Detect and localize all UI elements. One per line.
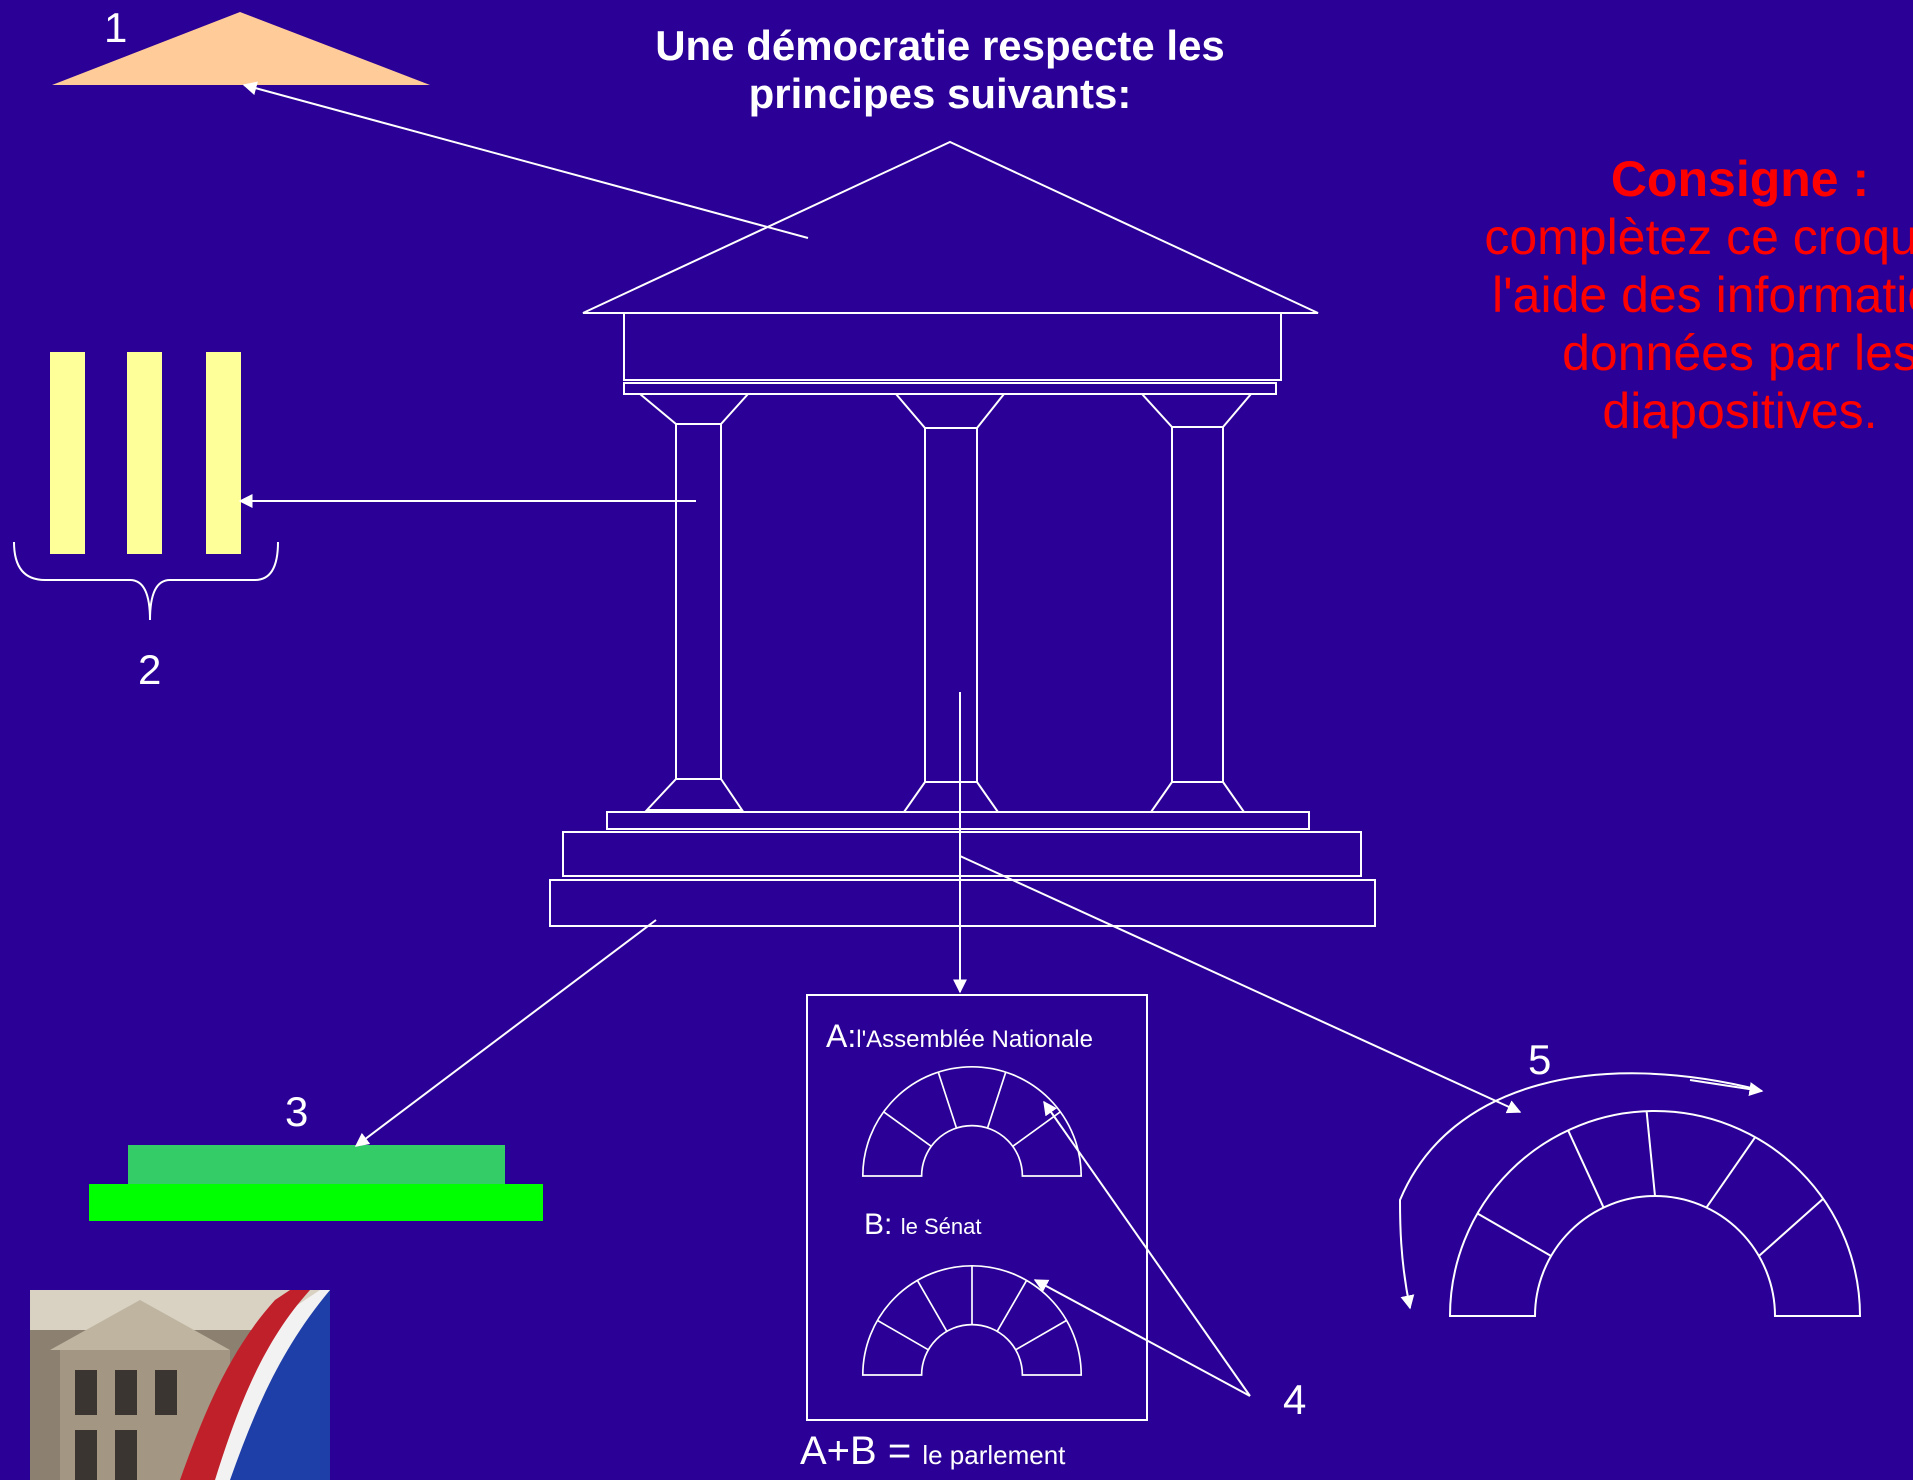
assembly-prefix: A: bbox=[826, 1018, 857, 1054]
instructions: Consigne : complètez ce croquis à l'aide… bbox=[1360, 150, 1913, 440]
instructions-line: l'aide des informations bbox=[1492, 267, 1913, 323]
instructions-line: diapositives. bbox=[1602, 383, 1878, 439]
label-3: 3 bbox=[285, 1088, 309, 1135]
instructions-heading: Consigne : bbox=[1610, 151, 1870, 207]
sum-prefix: A+B = bbox=[800, 1429, 912, 1473]
senate-building-photo bbox=[30, 1290, 330, 1480]
assembly-name: l'Assemblée Nationale bbox=[856, 1026, 1093, 1053]
diagram-title: Une démocratie respecte les principes su… bbox=[655, 22, 1225, 118]
label-2: 2 bbox=[138, 646, 162, 693]
senate-label: B: le Sénat bbox=[864, 1208, 981, 1243]
assembly-label: A:l'Assemblée Nationale bbox=[826, 1018, 1093, 1055]
rotation-arrow-head bbox=[1689, 1079, 1764, 1097]
hemicycle-senate bbox=[861, 1264, 1083, 1376]
rotation-arrow bbox=[1398, 1072, 1761, 1310]
step-top bbox=[128, 1145, 505, 1185]
parliament-sum: A+B = le parlement bbox=[800, 1428, 1065, 1474]
instructions-line: complètez ce croquis à bbox=[1484, 209, 1913, 265]
sum-name: le parlement bbox=[922, 1440, 1066, 1470]
instructions-line: données par les bbox=[1562, 325, 1913, 381]
hemicycle-assembly bbox=[861, 1065, 1083, 1177]
label-1: 1 bbox=[104, 4, 128, 51]
pillars-piece bbox=[50, 352, 241, 554]
brace bbox=[13, 541, 279, 621]
label-5: 5 bbox=[1528, 1036, 1552, 1083]
senate-prefix: B: bbox=[864, 1208, 893, 1241]
senate-name: le Sénat bbox=[900, 1214, 982, 1239]
hemicycle-large bbox=[1448, 1110, 1862, 1317]
temple bbox=[549, 140, 1376, 927]
roof-piece bbox=[52, 12, 430, 85]
arrows bbox=[238, 81, 1522, 1397]
parliament-box bbox=[806, 994, 1148, 1421]
step-bottom bbox=[89, 1184, 543, 1221]
label-4: 4 bbox=[1283, 1376, 1307, 1423]
